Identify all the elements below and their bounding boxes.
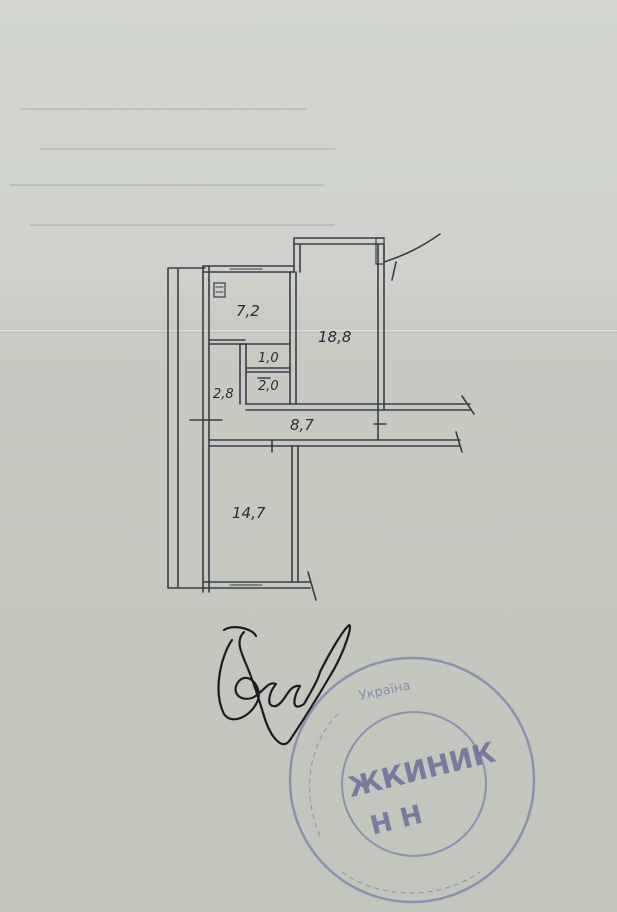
door-tick (189, 377, 273, 453)
room-area-hallway: 8,7 (290, 416, 314, 434)
wall-end-tick-2 (455, 431, 463, 453)
wall-end-tick-1 (461, 395, 475, 415)
wall-kitchen-bottom (208, 339, 246, 345)
stamp-center-line-2: Н Н (367, 800, 425, 842)
room-area-bedroom: 14,7 (232, 504, 266, 522)
window-kitchen (229, 265, 263, 273)
balcony-curve (383, 233, 441, 281)
wall-bath-block (239, 343, 291, 405)
stove-symbol (213, 282, 226, 298)
room-area-living: 18,8 (318, 328, 351, 346)
wall-right-living (377, 243, 385, 411)
handwritten-signature (217, 624, 352, 746)
paper-fold-line (0, 330, 617, 333)
room-area-closet: 2,8 (213, 387, 234, 402)
bleed-through-line: ▁▁▁▁▁▁▁▁▁▁▁▁▁▁▁▁▁▁▁▁▁▁▁▁▁▁▁▁▁▁▁▁ (40, 136, 336, 150)
wall-kitchen-living (289, 271, 297, 405)
bleed-through-line: ▁▁▁▁▁▁▁▁▁▁▁▁▁▁▁▁▁▁▁▁▁▁▁▁▁▁▁▁▁▁▁▁▁ (30, 212, 335, 226)
wall-outer-left (167, 267, 206, 589)
wall-top-living (293, 237, 385, 273)
window-bedroom (229, 581, 263, 589)
wall-left (202, 265, 210, 593)
stamp-top-text: Україна (358, 678, 412, 703)
balcony-outline (375, 237, 385, 265)
room-area-bathroom: 1,0 (258, 351, 279, 366)
official-stamp (288, 656, 536, 904)
stamp-center-line-1: ЖКИНИК (345, 736, 499, 804)
wall-corridor-bottom (208, 439, 461, 447)
room-area-kitchen: 7,2 (236, 302, 260, 320)
wall-end-tick-3 (307, 571, 317, 601)
bleed-through-line: ▁▁▁▁▁▁▁▁▁▁▁▁▁▁▁▁▁▁▁▁▁▁▁▁▁▁▁▁▁▁▁ (20, 96, 307, 110)
bleed-through-line: ▁▁▁▁▁▁▁▁▁▁▁▁▁▁▁▁▁▁▁▁▁▁▁▁▁▁▁▁▁▁▁▁▁▁ (10, 172, 324, 186)
wall-bedroom-right (291, 445, 299, 583)
wall-corridor-top (245, 403, 471, 411)
door-entry (373, 409, 387, 441)
room-area-wc: 2,0 (258, 379, 279, 394)
